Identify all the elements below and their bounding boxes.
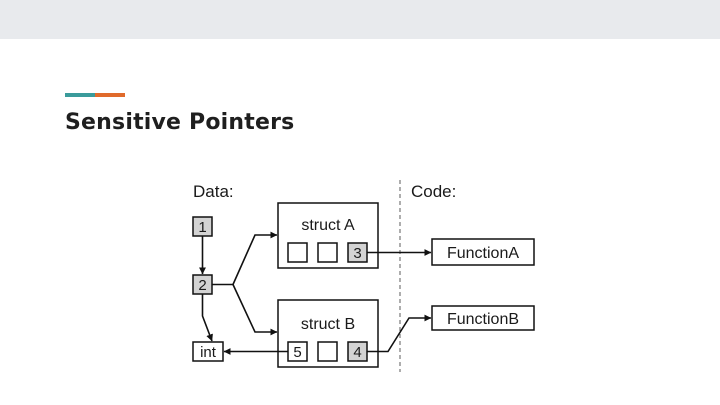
cell-1-label: 1 xyxy=(198,219,206,236)
struct-a-field-empty-1 xyxy=(287,242,308,263)
top-bar xyxy=(0,0,720,39)
struct-a-label: struct A xyxy=(301,217,355,234)
accent-bar-teal xyxy=(65,93,95,97)
code-header: Code: xyxy=(411,182,456,201)
struct-a-field-3-label: 3 xyxy=(353,245,361,262)
accent-bar-orange xyxy=(95,93,125,97)
slide-title: Sensitive Pointers xyxy=(65,110,295,135)
cell-2-label: 2 xyxy=(198,277,206,294)
struct-b-label: struct B xyxy=(301,316,355,333)
function-b-label: FunctionB xyxy=(447,311,519,328)
struct-b-field-4-label: 4 xyxy=(353,344,361,361)
function-b-box xyxy=(431,305,535,331)
function-a-box xyxy=(431,238,535,266)
int-label: int xyxy=(200,344,217,361)
struct-b-field-5-label: 5 xyxy=(293,344,301,361)
arrow-2-to-struct-b xyxy=(232,284,278,336)
function-a-label: FunctionA xyxy=(447,245,519,262)
arrow-2-to-int xyxy=(201,294,213,342)
int-box xyxy=(192,341,224,362)
struct-a-field-empty-2 xyxy=(317,242,338,263)
arrow-field-4-to-function-b xyxy=(367,314,432,353)
struct-b-field-empty xyxy=(317,341,338,362)
data-header: Data: xyxy=(193,182,234,201)
arrow-2-to-struct-a xyxy=(232,231,278,285)
